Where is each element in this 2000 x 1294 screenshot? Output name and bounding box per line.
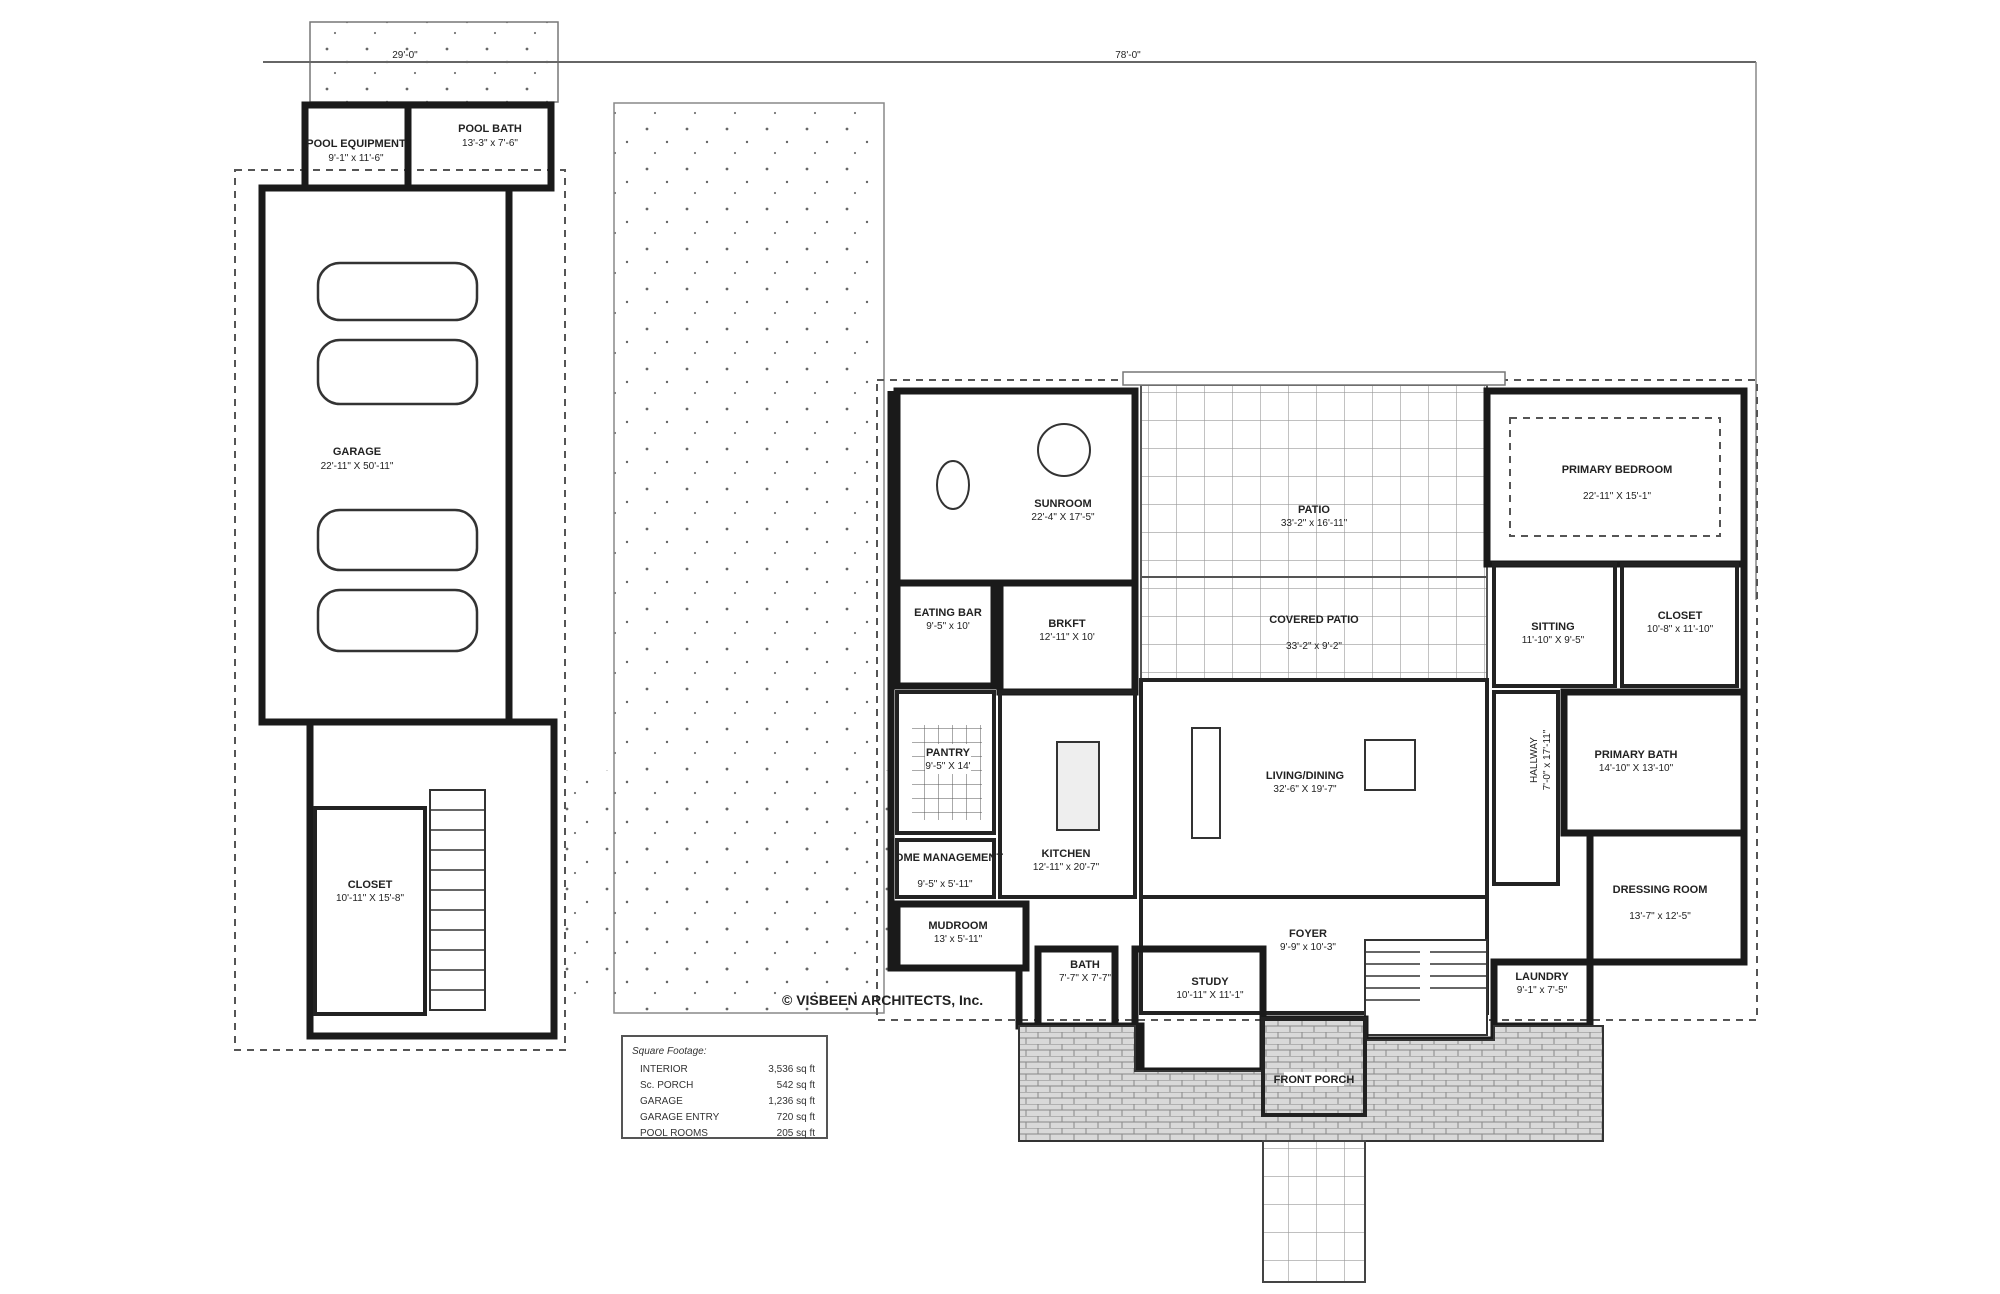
footage-label: INTERIOR: [640, 1064, 688, 1075]
size-eating-bar: 9'-5" x 10': [926, 621, 970, 632]
size-foyer: 9'-9" x 10'-3": [1280, 942, 1336, 953]
coffee-table: [1364, 739, 1416, 791]
label-study: STUDY: [1191, 976, 1229, 988]
label-front-porch: FRONT PORCH: [1274, 1074, 1355, 1086]
size-garage: 22'-11" X 50'-11": [321, 461, 394, 472]
size-pool-equipment: 9'-1" x 11'-6": [328, 153, 384, 164]
footage-label: GARAGE ENTRY: [640, 1112, 720, 1123]
driveway-apron: [562, 770, 892, 1000]
size-primary-bedroom: 22'-11" X 15'-1": [1583, 491, 1651, 502]
size-living-dining: 32'-6" X 19'-7": [1273, 784, 1337, 795]
size-closet-primary: 10'-8" x 11'-10": [1647, 624, 1714, 635]
car-icon: [316, 508, 479, 572]
square-footage-table: Square Footage: INTERIOR 3,536 sq ft Sc. P…: [621, 1035, 828, 1139]
size-patio: 33'-2" x 16'-11": [1281, 518, 1348, 529]
label-brkft: BRKFT: [1048, 618, 1086, 630]
footage-value: 1,236 sq ft: [768, 1096, 815, 1107]
size-sitting: 11'-10" X 9'-5": [1522, 635, 1585, 646]
main-stair: [1364, 939, 1488, 1036]
table-icon: [936, 460, 970, 510]
label-bath: BATH: [1070, 959, 1100, 971]
label-primary-bath: PRIMARY BATH: [1595, 749, 1678, 761]
footage-value: 3,536 sq ft: [768, 1064, 815, 1075]
footage-label: POOL ROOMS: [640, 1128, 708, 1139]
room-pantry: [895, 690, 996, 835]
size-laundry: 9'-1" x 7'-5": [1517, 985, 1568, 996]
room-hallway: [1492, 690, 1560, 886]
room-garage-entry: [306, 718, 558, 1040]
room-covered-patio: [1140, 576, 1488, 681]
label-foyer: FOYER: [1289, 928, 1327, 940]
label-closet-garage: CLOSET: [348, 879, 393, 891]
label-kitchen: KITCHEN: [1042, 848, 1091, 860]
front-steps: [1262, 1140, 1366, 1283]
patio-edge: [1122, 371, 1506, 386]
size-pool-bath: 13'-3" x 7'-6": [462, 138, 518, 149]
label-closet-primary: CLOSET: [1658, 610, 1703, 622]
kitchen-island: [1056, 741, 1100, 831]
label-mudroom: MUDROOM: [928, 920, 987, 932]
size-bath: 7'-7" X 7'-7": [1059, 973, 1112, 984]
car-icon: [316, 261, 479, 322]
label-pool-bath: POOL BATH: [458, 123, 522, 135]
size-covered-patio: 33'-2" x 9'-2": [1286, 641, 1342, 652]
size-sunroom: 22'-4" X 17'-5": [1031, 512, 1095, 523]
roof-outline-main: [876, 379, 1758, 1021]
overall-dimension: 78'-0": [1115, 50, 1141, 61]
label-primary-bedroom: PRIMARY BEDROOM: [1562, 464, 1673, 476]
square-footage-title: Square Footage:: [632, 1046, 707, 1057]
label-covered-patio: COVERED PATIO: [1269, 614, 1359, 626]
footage-label: Sc. PORCH: [640, 1080, 693, 1091]
size-dressing-room: 13'-7" x 12'-5": [1629, 911, 1691, 922]
label-hallway: HALLWAY: [1529, 737, 1540, 783]
size-pantry: 9'-5" X 14': [925, 761, 970, 772]
stair: [429, 789, 486, 1011]
room-closet-primary: [1620, 562, 1739, 688]
room-study: [1131, 945, 1267, 1075]
room-primary-bedroom: [1483, 387, 1748, 568]
room-sunroom: [893, 387, 1139, 587]
table-icon: [1037, 423, 1091, 477]
size-closet-garage: 10'-11" X 15'-8": [336, 893, 404, 904]
copyright-text: © VISBEEN ARCHITECTS, Inc.: [782, 992, 983, 1008]
room-sitting: [1492, 562, 1617, 688]
size-brkft: 12'-11" X 10': [1039, 632, 1095, 643]
room-patio: [1140, 384, 1488, 578]
room-home-management: [895, 838, 996, 899]
room-closet-garage: [313, 806, 427, 1016]
label-garage: GARAGE: [333, 446, 381, 458]
size-kitchen: 12'-11" x 20'-7": [1033, 862, 1100, 873]
label-home-management: HOME MANAGEMENT: [887, 852, 1003, 864]
size-study: 10'-11" X 11'-1": [1176, 990, 1244, 1001]
pool-wing-dimension: 29'-0": [392, 50, 418, 61]
label-living-dining: LIVING/DINING: [1266, 770, 1344, 782]
label-pool-equipment: POOL EQUIPMENT: [306, 138, 406, 150]
label-dressing-room: DRESSING ROOM: [1613, 884, 1708, 896]
size-home-management: 9'-5" x 5'-11": [917, 879, 973, 890]
room-front-porch: [1261, 1017, 1367, 1117]
label-sunroom: SUNROOM: [1034, 498, 1091, 510]
label-patio: PATIO: [1298, 504, 1330, 516]
size-primary-bath: 14'-10" X 13'-10": [1599, 763, 1674, 774]
size-mudroom: 13' x 5'-11": [934, 934, 983, 945]
room-dressing-room: [1586, 829, 1748, 966]
footage-value: 542 sq ft: [777, 1080, 816, 1091]
footage-label: GARAGE: [640, 1096, 683, 1107]
size-hallway: 7'-0" x 17'-11": [1542, 729, 1553, 790]
roof-outline-garage: [234, 169, 566, 1051]
label-sitting: SITTING: [1531, 621, 1574, 633]
dining-table: [1191, 727, 1221, 839]
label-pantry: PANTRY: [926, 747, 971, 759]
room-eating-bar: [893, 579, 998, 690]
footage-value: 720 sq ft: [777, 1112, 816, 1123]
car-icon: [316, 588, 479, 653]
label-eating-bar: EATING BAR: [914, 607, 982, 619]
car-icon: [316, 338, 479, 406]
label-laundry: LAUNDRY: [1515, 971, 1569, 983]
footage-value: 205 sq ft: [777, 1128, 816, 1139]
room-kitchen: [998, 690, 1137, 899]
ceiling-outline: [1509, 417, 1721, 537]
